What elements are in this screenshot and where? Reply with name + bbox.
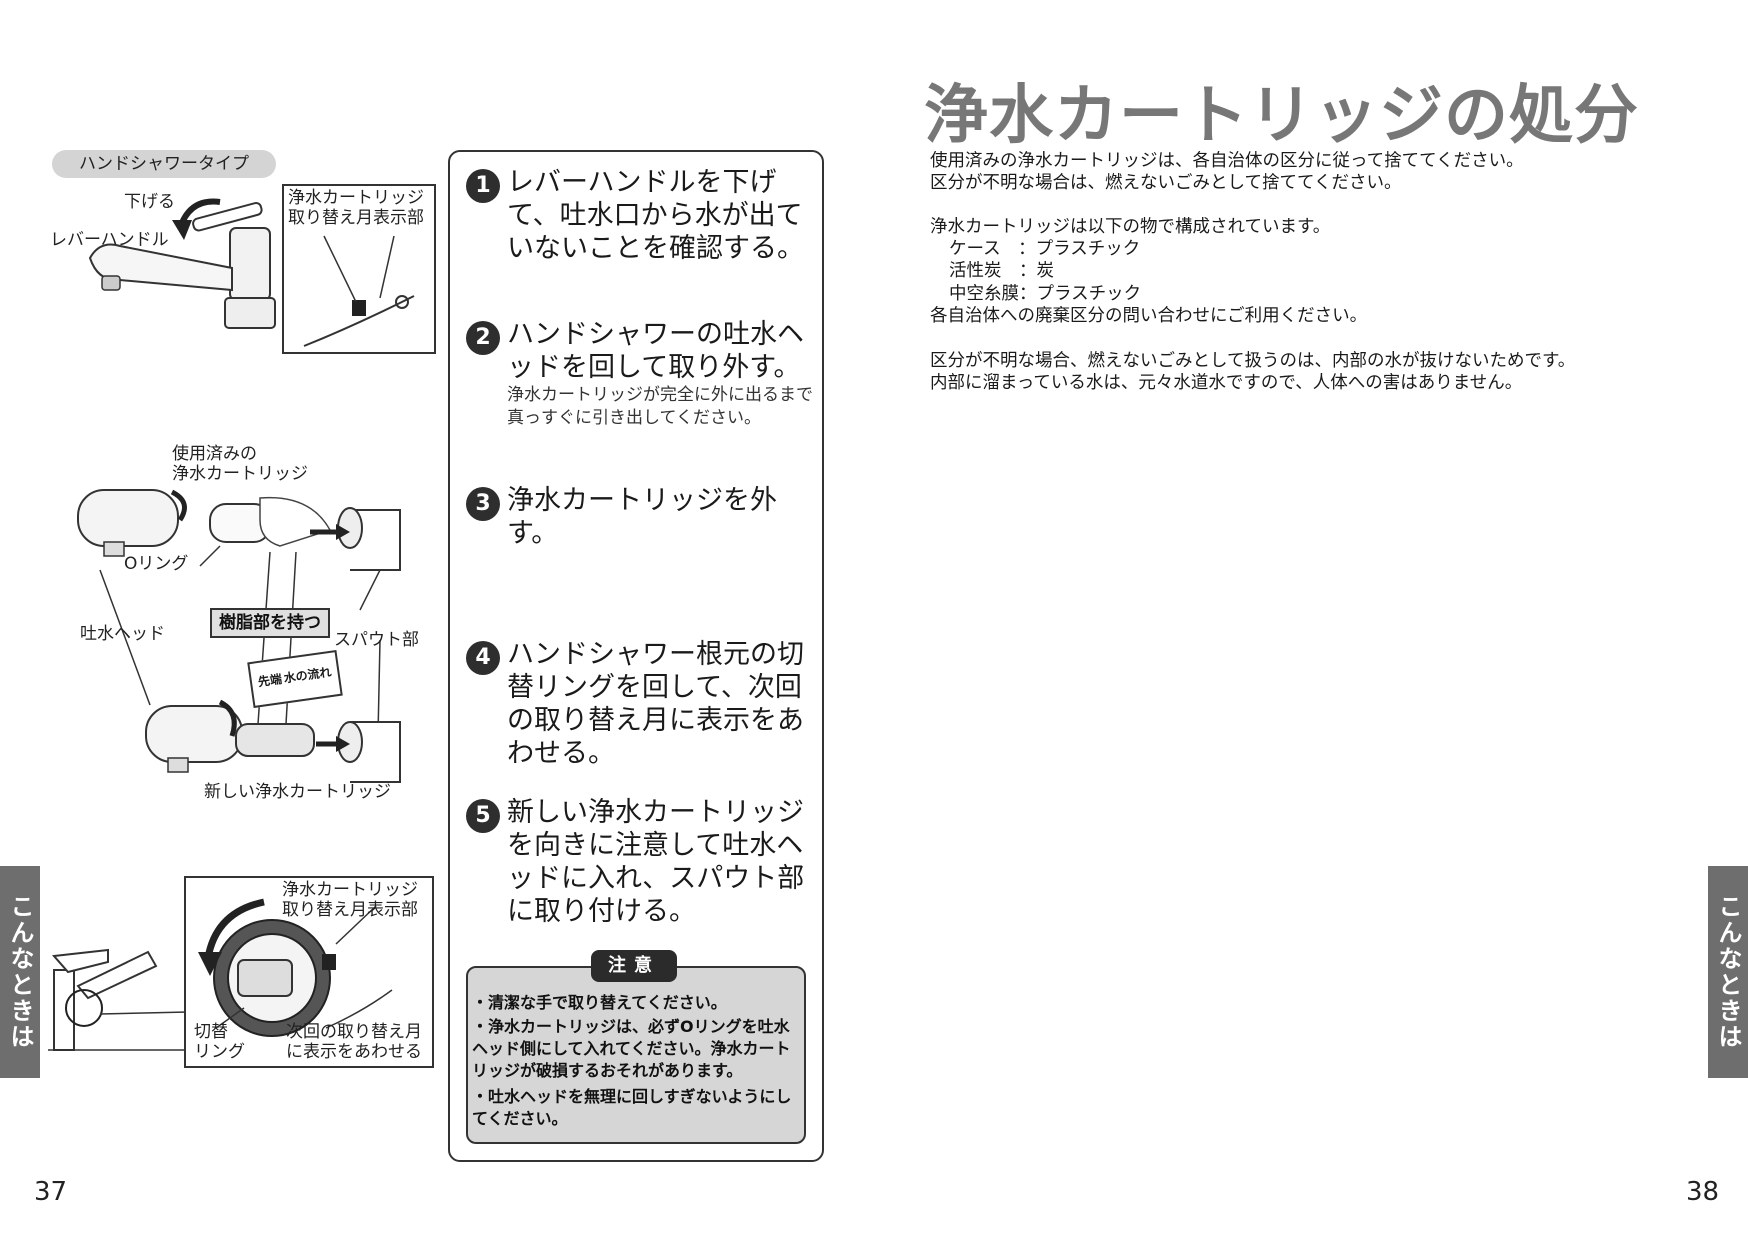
label-ring-display-2: 取り替え月表示部: [282, 900, 418, 920]
para1-line1: 使用済みの浄水カートリッジは、各自治体の区分に従って捨ててください。: [930, 151, 1524, 171]
label-hold-resin: 樹脂部を持つ: [210, 608, 330, 638]
ring-detail-illustration: [198, 898, 393, 1037]
label-flow-water: 水の流れ: [282, 664, 333, 686]
label-next-2: に表示をあわせる: [286, 1042, 422, 1062]
label-oring: Oリング: [124, 554, 189, 574]
label-used-1: 使用済みの: [172, 444, 257, 464]
step-1-text: レバーハンドルを下げて、吐水口から水が出ていないことを確認する。: [507, 167, 804, 264]
page-number-right: 38: [1686, 1177, 1720, 1207]
label-ring-display-1: 浄水カートリッジ: [282, 880, 418, 900]
caution-box: [466, 966, 806, 1144]
label-head: 吐水ヘッド: [80, 624, 165, 644]
para2-intro: 浄水カートリッジは以下の物で構成されています。: [930, 217, 1331, 237]
label-spout: スパウト部: [334, 630, 419, 650]
label-ring-1: 切替: [194, 1022, 228, 1042]
label-next-1: 次回の取り替え月: [286, 1022, 422, 1042]
step-3-number: 3: [466, 487, 500, 521]
para1-line2: 区分が不明な場合は、燃えないごみとして捨ててください。: [930, 173, 1402, 193]
detail-frame-ring: [184, 876, 434, 1068]
page-title: 浄水カートリッジの処分: [924, 79, 1639, 153]
label-lever: レバーハンドル: [50, 230, 169, 250]
detail-frame-display: [282, 184, 436, 354]
step-4-number: 4: [466, 641, 500, 675]
caution-item-2: ・浄水カートリッジは、必ずOリングを吐水ヘッド側にして入れてください。浄水カート…: [472, 1017, 791, 1080]
page-number-left: 37: [34, 1177, 68, 1207]
steps-panel: [448, 150, 824, 1162]
label-ring-2: リング: [194, 1042, 245, 1062]
label-display-1: 浄水カートリッジ: [288, 188, 424, 208]
label-flow-tip: 先端: [257, 671, 283, 690]
label-display-2: 取り替え月表示部: [288, 208, 424, 228]
para2-outro: 各自治体への廃棄区分の問い合わせにご利用ください。: [930, 306, 1368, 326]
step-5-number: 5: [466, 799, 500, 833]
step-2-note: 浄水カートリッジが完全に外に出るまで真っすぐに引き出してください。: [507, 385, 813, 428]
faucet-illustration: [88, 198, 276, 329]
caution-title: 注意: [591, 950, 677, 982]
step-2-text: ハンドシャワーの吐水ヘッドを回して取り外す。: [507, 319, 804, 383]
label-lower: 下げる: [124, 192, 175, 212]
label-new-cartridge: 新しい浄水カートリッジ: [204, 782, 391, 802]
para3-line2: 内部に溜まっている水は、元々水道水ですので、人体への害はありません。: [930, 373, 1523, 393]
component-carbon: 活性炭 ：炭: [949, 261, 1054, 281]
small-faucet-illustration: [48, 948, 198, 1051]
caution-item-3: ・吐水ヘッドを無理に回しすぎないようにしてください。: [472, 1087, 792, 1128]
label-used-2: 浄水カートリッジ: [172, 464, 308, 484]
para3-line1: 区分が不明な場合、燃えないごみとして扱うのは、内部の水が抜けないためです。: [930, 351, 1576, 371]
step-3-text: 浄水カートリッジを外す。: [507, 485, 777, 549]
step-4-text: ハンドシャワー根元の切替リングを回して、次回の取り替え月に表示をあわせる。: [507, 639, 804, 769]
caution-item-1: ・清潔な手で取り替えてください。: [472, 993, 727, 1012]
step-1-number: 1: [466, 169, 500, 203]
component-membrane: 中空糸膜：プラスチック: [949, 284, 1142, 304]
cartridge-illustration: [77, 489, 401, 783]
step-5-text: 新しい浄水カートリッジを向きに注意して吐水ヘッドに入れ、スパウト部に取り付ける。: [507, 797, 805, 927]
side-tab-left: こんなときは: [0, 866, 40, 1078]
step-2-number: 2: [466, 321, 500, 355]
display-detail-illustration: [303, 235, 415, 347]
side-tab-right: こんなときは: [1708, 866, 1748, 1078]
type-label: ハンドシャワータイプ: [52, 150, 276, 178]
component-case: ケース ：プラスチック: [949, 239, 1141, 259]
